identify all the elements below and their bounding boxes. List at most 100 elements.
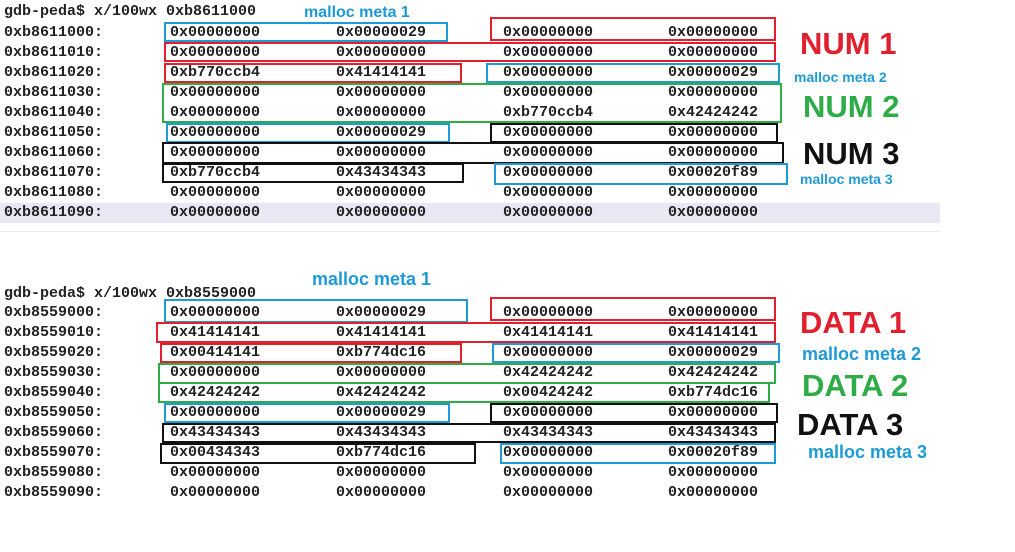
word: 0x00000000 [336,464,427,481]
address: 0xb8611030: [4,84,104,101]
word: 0x00000000 [503,304,594,321]
word: 0x00000029 [668,344,759,361]
word: 0x00000029 [336,404,427,421]
word: 0x43434343 [170,424,261,441]
malloc-meta-1-label: malloc meta 1 [312,269,432,289]
word: 0x00000000 [170,184,261,201]
word: 0x00000000 [170,124,261,141]
address: 0xb8559060: [4,424,104,441]
word: 0x00000000 [503,24,594,41]
word: 0x00000000 [336,144,427,161]
word: 0x00000000 [503,64,594,81]
word: 0x00000000 [170,24,261,41]
address: 0xb8611010: [4,44,104,61]
chunk-3-box-middle [162,142,784,164]
word: 0x43434343 [336,164,427,181]
malloc-meta-1-box [164,299,468,323]
word: 0x00414141 [170,344,261,361]
word: 0x00000000 [503,344,594,361]
word: 0x43434343 [336,424,427,441]
malloc-meta-3-label: malloc meta 3 [800,171,893,187]
chunk-2-box-bottom [158,382,770,403]
word: 0x00000000 [336,184,427,201]
word: 0x43434343 [668,424,759,441]
address: 0xb8559040: [4,384,104,401]
word: 0x42424242 [336,384,427,401]
chunk-3-label: DATA 3 [797,407,904,442]
address: 0xb8611090: [4,204,104,221]
word: 0x00000000 [336,104,427,121]
word: 0x00000000 [336,484,427,501]
chunk-1-box-middle [156,322,776,343]
address: 0xb8611080: [4,184,104,201]
chunk-2-label: NUM 2 [803,89,900,124]
address: 0xb8559070: [4,444,104,461]
word: 0x41414141 [170,324,261,341]
word: 0x42424242 [503,364,594,381]
word: 0x00000000 [170,84,261,101]
word: 0x00000000 [170,304,261,321]
word: 0x00000029 [336,24,427,41]
word: 0x00000000 [503,404,594,421]
word: 0x00000000 [668,24,759,41]
word: 0x42424242 [668,104,759,121]
address: 0xb8559030: [4,364,104,381]
word: 0xb770ccb4 [170,164,261,181]
divider [0,231,940,232]
word: 0x00000000 [668,484,759,501]
memory-row: 0xb8559010: 0x41414141 0x41414141 0x4141414… [0,323,940,343]
word: 0x00000000 [170,104,261,121]
chunk-3-box-top [490,403,778,423]
chunk-2-box [162,83,782,123]
word: 0xb774dc16 [668,384,759,401]
word: 0x00000029 [336,124,427,141]
word: 0x42424242 [668,364,759,381]
address: 0xb8611070: [4,164,104,181]
word: 0x00000000 [170,204,261,221]
word: 0x00000000 [668,44,759,61]
address: 0xb8559000: [4,304,104,321]
malloc-meta-3-box [494,163,788,185]
malloc-meta-1-label: malloc meta 1 [304,4,410,21]
word: 0x00000029 [336,304,427,321]
chunk-1-box-top [490,297,776,321]
word: 0x00000000 [503,204,594,221]
chunk-1-box-middle [164,42,776,62]
malloc-meta-3-box [500,443,776,464]
address: 0xb8611060: [4,144,104,161]
word: 0x00000000 [503,484,594,501]
chunk-1-label: NUM 1 [800,26,897,61]
malloc-meta-box [164,403,450,423]
word: 0x00000000 [668,124,759,141]
address: 0xb8559090: [4,484,104,501]
word: 0x41414141 [668,324,759,341]
word: 0x00000000 [503,124,594,141]
address: 0xb8611040: [4,104,104,121]
address: 0xb8559010: [4,324,104,341]
malloc-meta-2-box [492,343,780,363]
gdb-prompt: gdb-peda$ x/100wx 0xb8611000 [4,3,257,20]
chunk-1-box-top [490,17,776,41]
word: 0x00000000 [503,144,594,161]
word: 0x00000000 [668,404,759,421]
word: 0x00000000 [336,44,427,61]
chunk-3-box-bottom [160,443,476,464]
word: 0x00000000 [503,444,594,461]
word: 0x41414141 [336,324,427,341]
word: 0x43434343 [503,424,594,441]
malloc-meta-box [166,123,450,143]
word: 0x00000029 [668,64,759,81]
word: 0x00000000 [668,84,759,101]
